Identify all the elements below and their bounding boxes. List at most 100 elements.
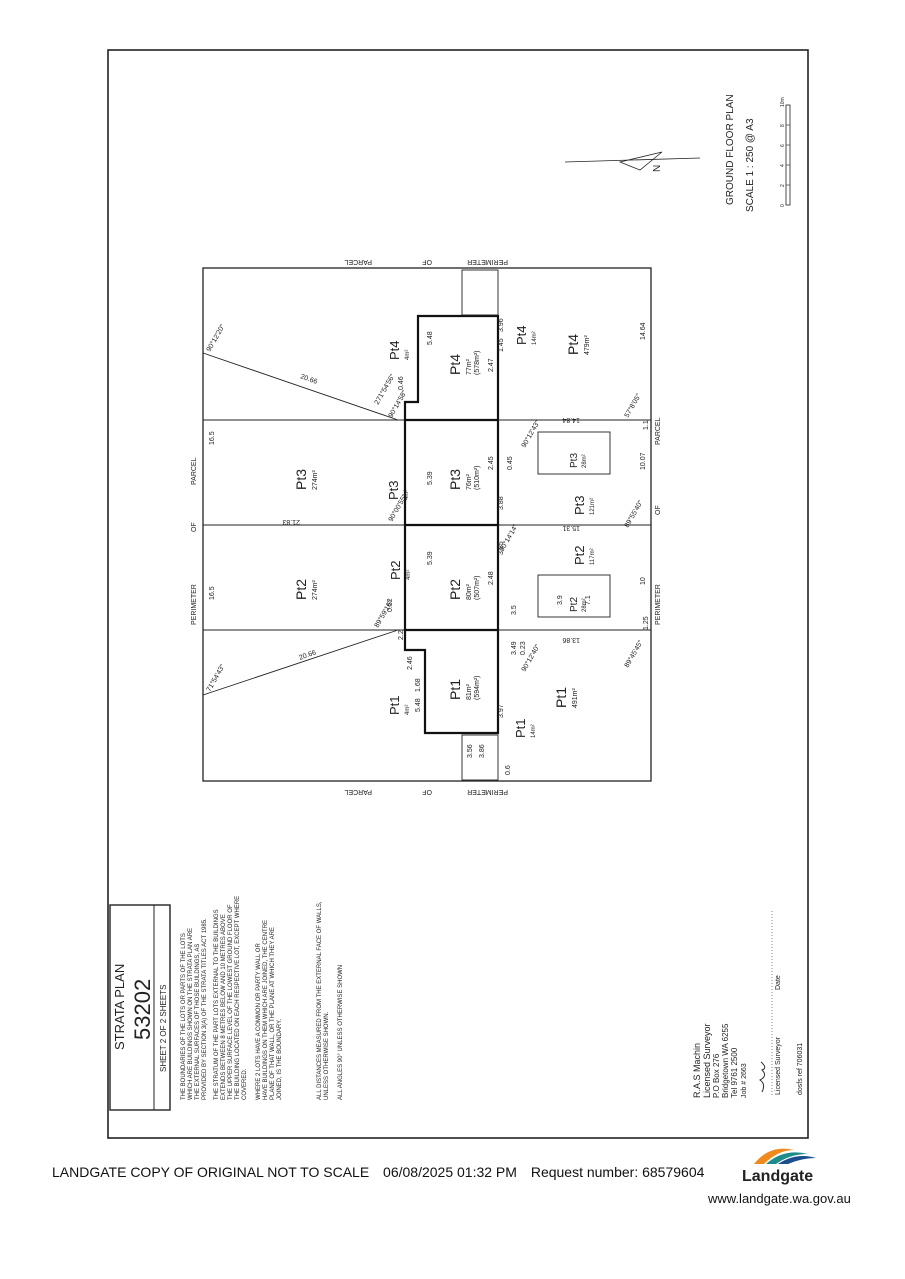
plan-title: STRATA PLAN	[112, 964, 127, 1050]
footer-line: LANDGATE COPY OF ORIGINAL NOT TO SCALE 0…	[52, 1164, 714, 1180]
svg-text:121m²: 121m²	[590, 498, 596, 515]
svg-text:PERIMETER: PERIMETER	[467, 788, 508, 795]
svg-text:PARCEL: PARCEL	[655, 417, 662, 445]
svg-text:Pt3: Pt3	[386, 480, 401, 500]
plan-heading: GROUND FLOOR PLAN	[725, 94, 736, 205]
svg-text:117m²: 117m²	[590, 548, 596, 565]
svg-text:P.O Box 276: P.O Box 276	[712, 1053, 721, 1098]
svg-text:3.97: 3.97	[498, 704, 505, 718]
svg-text:PLANE OF THAT WALL, OR THE PLA: PLANE OF THAT WALL, OR THE PLANE AT WHIC…	[270, 927, 276, 1100]
svg-text:14m²: 14m²	[531, 724, 537, 738]
landgate-logo-icon	[754, 1148, 816, 1164]
surveyor-details: R.A.S Machin Licensed Surveyor P.O Box 2…	[692, 1023, 748, 1098]
svg-text:0.6: 0.6	[505, 765, 512, 775]
svg-text:10.07: 10.07	[640, 452, 647, 470]
svg-text:Pt2: Pt2	[293, 579, 309, 600]
svg-text:274m²: 274m²	[312, 579, 319, 600]
timestamp: 06/08/2025 01:32 PM	[383, 1164, 517, 1180]
svg-text:Job # 2663: Job # 2663	[741, 1063, 748, 1098]
date-label: Date	[775, 975, 782, 990]
svg-text:Pt1: Pt1	[513, 718, 528, 738]
svg-text:15.31: 15.31	[562, 524, 580, 531]
sheet-border	[107, 49, 809, 1139]
svg-text:4m²: 4m²	[406, 570, 412, 580]
svg-text:14.64: 14.64	[640, 322, 647, 340]
svg-text:3.56: 3.56	[467, 744, 474, 758]
svg-text:PERIMETER: PERIMETER	[655, 584, 662, 625]
svg-text:Pt4: Pt4	[565, 334, 581, 355]
svg-text:3.96: 3.96	[498, 318, 505, 332]
request-number: Request number: 68579604	[530, 1164, 705, 1180]
svg-text:Pt4: Pt4	[387, 340, 402, 360]
svg-text:57°8'05": 57°8'05"	[623, 392, 643, 419]
sheet-number: SHEET 2 OF 2 SHEETS	[159, 985, 168, 1072]
svg-text:R.A.S Machin: R.A.S Machin	[692, 1043, 702, 1098]
svg-text:PERIMETER: PERIMETER	[191, 584, 198, 625]
svg-text:5.48: 5.48	[415, 698, 422, 712]
svg-text:HAVE BUILDINGS ON THEM WHICH A: HAVE BUILDINGS ON THEM WHICH ARE JOINED,…	[263, 920, 269, 1100]
svg-text:(578m²): (578m²)	[474, 350, 481, 375]
svg-text:491m²: 491m²	[572, 687, 579, 708]
svg-text:Pt1: Pt1	[447, 679, 463, 700]
svg-text:Pt2: Pt2	[388, 560, 403, 580]
svg-text:89°59'16": 89°59'16"	[373, 599, 395, 629]
svg-text:479m²: 479m²	[584, 334, 591, 355]
svg-text:THE STRATUM OF THE PART LOTS E: THE STRATUM OF THE PART LOTS EXTERNAL TO…	[214, 909, 220, 1100]
svg-text:Pt2: Pt2	[572, 545, 587, 565]
svg-text:0.23: 0.23	[520, 641, 527, 655]
svg-text:3.85: 3.85	[498, 541, 505, 555]
svg-text:7.1: 7.1	[585, 595, 592, 605]
copy-notice: LANDGATE COPY OF ORIGINAL NOT TO SCALE	[52, 1164, 370, 1180]
svg-text:3.88: 3.88	[498, 496, 505, 510]
svg-text:Bridgetown WA 6255: Bridgetown WA 6255	[721, 1023, 730, 1098]
dosfs-ref: dosfs ref 706031	[797, 1043, 804, 1095]
svg-text:UNLESS OTHERWISE SHOWN.: UNLESS OTHERWISE SHOWN.	[324, 1011, 330, 1100]
svg-text:Pt2: Pt2	[569, 597, 580, 612]
svg-text:1.25: 1.25	[643, 616, 650, 630]
svg-text:89°45'45": 89°45'45"	[623, 639, 645, 669]
svg-text:2.2: 2.2	[398, 630, 405, 640]
svg-text:76m²: 76m²	[466, 473, 473, 490]
north-arrow: N	[564, 151, 701, 172]
svg-text:274m²: 274m²	[312, 469, 319, 490]
svg-text:Pt1: Pt1	[553, 687, 569, 708]
svg-text:1.45: 1.45	[498, 338, 505, 352]
svg-text:Pt3: Pt3	[293, 469, 309, 490]
svg-text:90°14'14": 90°14'14"	[498, 523, 520, 553]
svg-text:0.46: 0.46	[398, 376, 405, 390]
svg-text:(594m²): (594m²)	[474, 675, 481, 700]
svg-text:N: N	[652, 165, 663, 172]
svg-text:Pt2: Pt2	[447, 579, 463, 600]
svg-text:8: 8	[780, 124, 786, 127]
svg-text:Licensed Surveyor: Licensed Surveyor	[702, 1023, 712, 1098]
svg-text:16.5: 16.5	[209, 431, 216, 445]
svg-text:ALL DISTANCES MEASURED FROM TH: ALL DISTANCES MEASURED FROM THE EXTERNAL…	[317, 901, 323, 1100]
svg-text:77m²: 77m²	[466, 358, 473, 375]
svg-text:Pt3: Pt3	[569, 453, 580, 468]
svg-text:ALL ANGLES 90° UNLESS OTHERWIS: ALL ANGLES 90° UNLESS OTHERWISE SHOWN	[338, 965, 344, 1100]
brand-url[interactable]: www.landgate.wa.gov.au	[708, 1191, 851, 1206]
svg-text:10m: 10m	[780, 97, 786, 107]
svg-text:4m²: 4m²	[405, 350, 411, 360]
svg-text:(507m²): (507m²)	[474, 575, 481, 600]
svg-text:90°12'43": 90°12'43"	[520, 419, 542, 449]
svg-text:COVERED.: COVERED.	[242, 1068, 248, 1100]
svg-text:Pt3: Pt3	[572, 495, 587, 515]
dimension-labels: 16.5 16.5 20.66 20.66 21.83 14.84 13.86 …	[209, 318, 650, 775]
svg-text:1.1: 1.1	[643, 420, 650, 430]
svg-text:2: 2	[780, 184, 786, 187]
svg-text:THE UPPER SURFACE LEVEL OF THE: THE UPPER SURFACE LEVEL OF THE LOWEST GR…	[228, 904, 234, 1100]
svg-text:28m²: 28m²	[582, 598, 588, 612]
svg-text:OF: OF	[191, 522, 198, 532]
svg-text:(510m²): (510m²)	[474, 465, 481, 490]
svg-text:90°12'20": 90°12'20"	[205, 323, 227, 353]
courtyards	[461, 269, 611, 781]
svg-text:3.5: 3.5	[511, 605, 518, 615]
svg-text:JOINED, IS THE BOUNDARY.: JOINED, IS THE BOUNDARY.	[277, 1019, 283, 1100]
svg-text:1.68: 1.68	[415, 678, 422, 692]
svg-text:EXTENDS BETWEEN 8 METRES BELOW: EXTENDS BETWEEN 8 METRES BELOW AND 10 ME…	[221, 914, 227, 1100]
title-block: STRATA PLAN 53202 SHEET 2 OF 2 SHEETS TH…	[109, 896, 804, 1111]
svg-text:14m²: 14m²	[532, 331, 538, 345]
